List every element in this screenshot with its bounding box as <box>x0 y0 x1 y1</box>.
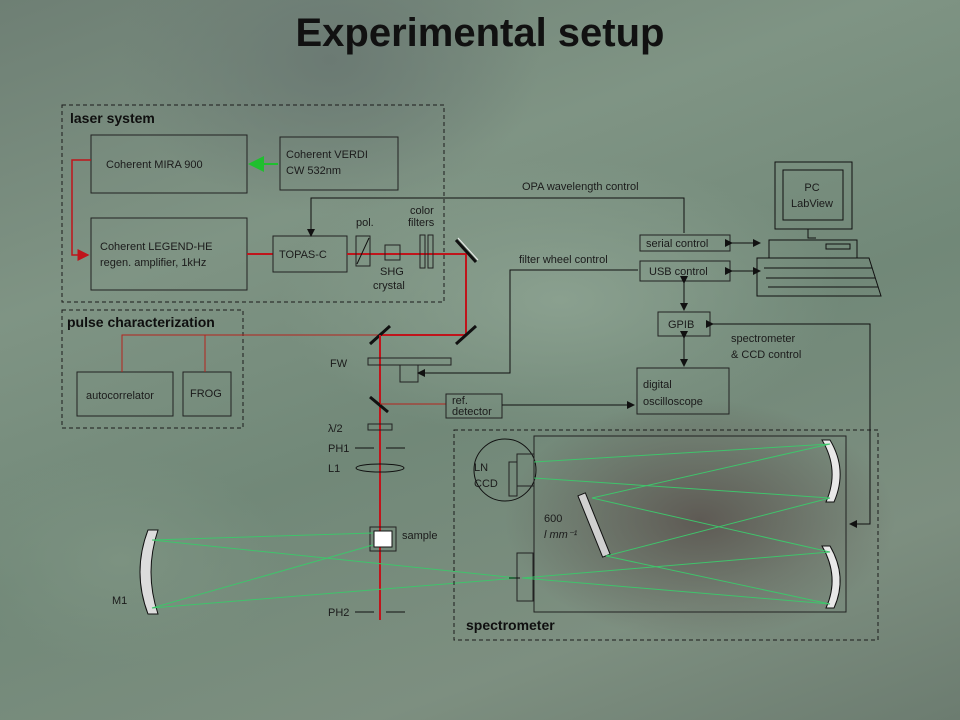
grating-label-2: l mm⁻¹ <box>544 529 578 541</box>
frog-label: FROG <box>190 388 222 400</box>
l1-label: L1 <box>328 463 340 475</box>
ref-detector-box <box>445 393 503 419</box>
legend-label-2: regen. amplifier, 1kHz <box>100 257 206 269</box>
polarizer <box>355 235 371 267</box>
ccd-label: CCD <box>474 478 498 490</box>
page-title: Experimental setup <box>295 11 664 55</box>
seed-beam <box>71 159 91 261</box>
verdi-label-2: CW 532nm <box>286 165 341 177</box>
opa-control-label: OPA wavelength control <box>522 181 639 193</box>
sample-holder <box>369 526 397 552</box>
grating-label-1: 600 <box>544 513 562 525</box>
sample <box>373 530 393 548</box>
pc-label-1: PC <box>804 182 819 194</box>
mirror-1 <box>454 238 478 264</box>
fw-label: FW <box>330 358 348 370</box>
ph1-label: PH1 <box>328 443 349 455</box>
pc-base <box>756 257 882 297</box>
legend-box <box>90 217 248 291</box>
verdi-box <box>279 136 399 191</box>
pc-monitor <box>774 161 853 230</box>
sample-label: sample <box>402 530 437 542</box>
filter-wheel-label: filter wheel control <box>519 254 608 266</box>
mirror-2 <box>454 324 478 346</box>
filter-wheel-motor <box>399 364 419 383</box>
spectrometer-control-line <box>706 320 871 528</box>
ph2-label: PH2 <box>328 607 349 619</box>
pc-case <box>768 239 858 259</box>
frog-box <box>182 371 232 417</box>
ln-label: LN <box>474 462 488 474</box>
topas-output-beam <box>347 253 467 335</box>
polarizer-axis <box>356 237 370 265</box>
osc-label-2: oscilloscope <box>643 396 703 408</box>
pc-label-2: LabView <box>791 198 833 210</box>
shg-label-2: crystal <box>373 280 405 292</box>
filters-label-1: color <box>410 205 434 217</box>
pulse-characterization-heading: pulse characterization <box>67 314 215 330</box>
shg-label-1: SHG <box>380 266 404 278</box>
pulse-characterization-group <box>61 309 244 429</box>
mira-label: Coherent MIRA 900 <box>106 159 203 171</box>
verdi-label-1: Coherent VERDI <box>286 149 368 161</box>
topas-label: TOPAS-C <box>279 249 327 261</box>
ccd-chip <box>508 461 518 497</box>
pick-off-beam <box>121 334 380 372</box>
spec-ccd-label-2: & CCD control <box>731 349 801 361</box>
laser-system-group <box>61 104 445 303</box>
spectrometer-housing <box>533 435 847 613</box>
color-filter-2 <box>427 234 434 269</box>
lambda2-label: λ/2 <box>328 423 343 435</box>
gpib-label: GPIB <box>668 319 694 331</box>
pol-label: pol. <box>356 217 374 229</box>
half-wave-plate <box>367 423 393 431</box>
spec-ccd-label-1: spectrometer <box>731 333 796 345</box>
serial-label: serial control <box>646 238 708 250</box>
autocorrelator-label: autocorrelator <box>86 390 154 402</box>
m1-label: M1 <box>112 595 127 607</box>
opa-control-line <box>307 197 685 237</box>
filter-wheel-line <box>417 269 638 377</box>
grating <box>577 492 611 558</box>
color-filter-1 <box>419 234 426 269</box>
legend-label-1: Coherent LEGEND-HE <box>100 241 213 253</box>
pc-drive <box>825 243 851 250</box>
usb-label: USB control <box>649 266 708 278</box>
autocorrelator-box <box>76 371 174 417</box>
mirror-m1 <box>139 529 159 615</box>
spectrometer-heading: spectrometer <box>466 617 555 633</box>
shg-crystal <box>384 244 401 261</box>
spectrometer-mirror-bottom <box>821 545 841 609</box>
mira-box <box>90 134 248 194</box>
pc-screen <box>782 169 844 221</box>
spectrometer-mirror-top <box>821 439 841 503</box>
ref-label-1: ref. <box>452 395 468 407</box>
spectrometer-group <box>453 429 879 641</box>
ref-label-2: detector <box>452 406 492 418</box>
lens-l1 <box>355 463 405 473</box>
ln-dewar <box>473 438 537 502</box>
filters-label-2: filters <box>408 217 435 229</box>
osc-label-1: digital <box>643 379 672 391</box>
reference-splitter <box>369 395 389 414</box>
ccd-head <box>516 453 535 487</box>
laser-system-heading: laser system <box>70 110 155 126</box>
